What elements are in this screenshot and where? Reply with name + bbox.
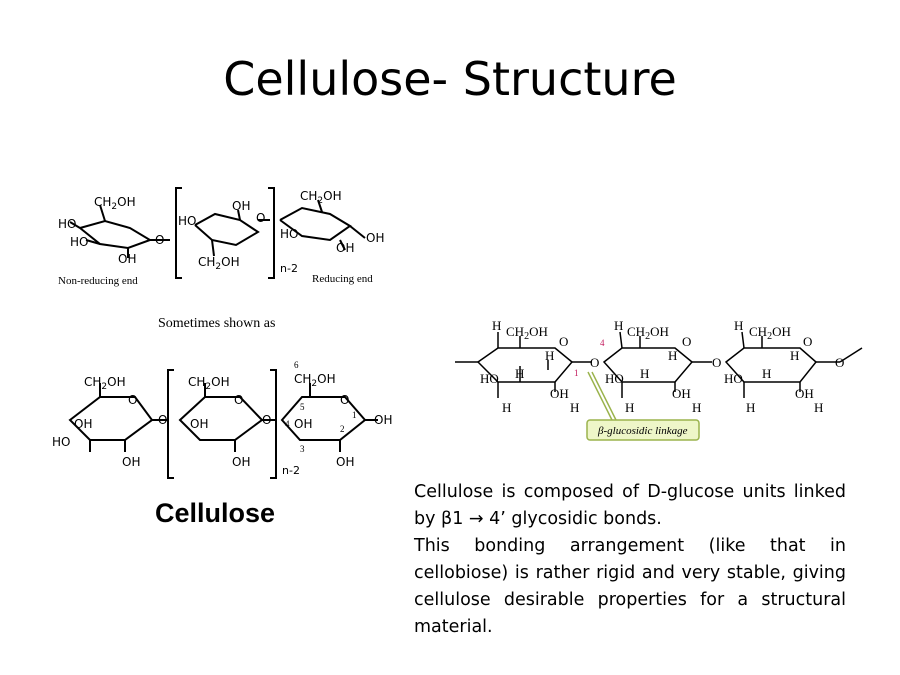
- slide-title: Cellulose- Structure: [223, 52, 677, 106]
- description-paragraph-1: Cellulose is composed of D-glucose units…: [414, 482, 846, 529]
- r-ring3-h-e: H: [814, 400, 823, 415]
- r-ring1-h-b: H: [515, 366, 524, 381]
- top-ring1-oh: OH: [118, 252, 136, 266]
- mid-ring3-ch2oh: CH2OH: [294, 372, 336, 389]
- r-ring2-o: O: [682, 334, 691, 349]
- mid-ring1-oh-b: OH: [122, 455, 140, 469]
- r-ring1-h-a: H: [492, 318, 501, 333]
- top-ring1-ho-b: HO: [70, 235, 88, 249]
- description-block: Cellulose is composed of D-glucose units…: [414, 479, 846, 641]
- r-ring3-ho: HO: [724, 371, 743, 386]
- carbon-number-4: 4: [285, 419, 290, 429]
- r-ring2-ho: HO: [605, 371, 624, 386]
- mid-ring1-ho: HO: [52, 435, 70, 449]
- r-ring3-oh: OH: [795, 386, 814, 401]
- r-ring1-h-c: H: [545, 348, 554, 363]
- r-ring2-h-c: H: [668, 348, 677, 363]
- r-ring3-h-c: H: [790, 348, 799, 363]
- cellulose-caption: Cellulose: [155, 498, 276, 528]
- r-ring3-ch2oh: CH2OH: [749, 324, 791, 342]
- mid-ring1-ch2oh: CH2OH: [84, 375, 126, 392]
- glucosidic-linkage-label: β-glucosidic linkage: [597, 425, 688, 437]
- r-ring2-h-b: H: [640, 366, 649, 381]
- mid-ring2-ch2oh: CH2OH: [188, 375, 230, 392]
- carbon-number-5: 5: [300, 402, 305, 412]
- r-link-o1: O: [590, 355, 599, 370]
- mid-ring3-oh-c: OH: [374, 413, 392, 427]
- r-number-4: 4: [600, 338, 605, 348]
- mid-link-o1: O: [158, 413, 167, 427]
- top-ring2-ho: HO: [178, 214, 196, 228]
- reducing-end-label: Reducing end: [312, 273, 373, 285]
- mid-ring1-o: O: [128, 393, 137, 407]
- mid-ring3-o: O: [340, 393, 349, 407]
- r-ring2-h-a: H: [614, 318, 623, 333]
- top-ring1-ho-a: HO: [58, 217, 76, 231]
- carbon-number-1: 1: [352, 410, 357, 420]
- mid-ring1-oh-a: OH: [74, 417, 92, 431]
- r-ring3-h-d: H: [746, 400, 755, 415]
- carbon-number-6: 6: [294, 360, 299, 370]
- r-ring1-ch2oh: CH2OH: [506, 324, 548, 342]
- r-ring3-h-a: H: [734, 318, 743, 333]
- mid-ring2-oh-a: OH: [190, 417, 208, 431]
- mid-link-o2: O: [262, 413, 271, 427]
- mid-repeat-label: n-2: [282, 464, 300, 477]
- top-repeat-label: n-2: [280, 262, 298, 275]
- top-ring2-ch2oh: CH2OH: [198, 255, 240, 272]
- top-link-o2: O: [256, 211, 265, 225]
- top-ring2-oh: OH: [232, 199, 250, 213]
- r-ring2-oh: OH: [672, 386, 691, 401]
- mid-ring3-oh-b: OH: [336, 455, 354, 469]
- r-ring1-h-e: H: [570, 400, 579, 415]
- mid-ring2-oh-b: OH: [232, 455, 250, 469]
- top-ring3-oh-a: OH: [336, 241, 354, 255]
- mid-ring2-o: O: [234, 393, 243, 407]
- r-ring2-ch2oh: CH2OH: [627, 324, 669, 342]
- r-ring1-oh: OH: [550, 386, 569, 401]
- glucosidic-linkage-callout: β-glucosidic linkage: [586, 371, 700, 441]
- r-ring1-ho: HO: [480, 371, 499, 386]
- carbon-number-2: 2: [340, 424, 345, 434]
- mid-ring3-oh-a: OH: [294, 417, 312, 431]
- r-ring3-o: O: [803, 334, 812, 349]
- r-ring2-h-d: H: [625, 400, 634, 415]
- r-ring1-h-d: H: [502, 400, 511, 415]
- top-link-o1: O: [155, 233, 164, 247]
- r-link-o2: O: [712, 355, 721, 370]
- description-paragraph-2: This bonding arrangement (like that in c…: [414, 536, 846, 637]
- top-ring3-ho: HO: [280, 227, 298, 241]
- r-number-1: 1: [574, 368, 579, 378]
- r-ring2-h-e: H: [692, 400, 701, 415]
- non-reducing-end-label: Non-reducing end: [58, 275, 138, 287]
- carbon-number-3: 3: [300, 444, 305, 454]
- sometimes-shown-label: Sometimes shown as: [158, 316, 276, 331]
- top-ring1-ch2oh: CH2OH: [94, 195, 136, 212]
- r-ring1-o: O: [559, 334, 568, 349]
- r-ring3-h-b: H: [762, 366, 771, 381]
- top-ring3-ch2oh: CH2OH: [300, 189, 342, 206]
- top-ring3-oh-b: OH: [366, 231, 384, 245]
- r-link-o3: O: [835, 355, 844, 370]
